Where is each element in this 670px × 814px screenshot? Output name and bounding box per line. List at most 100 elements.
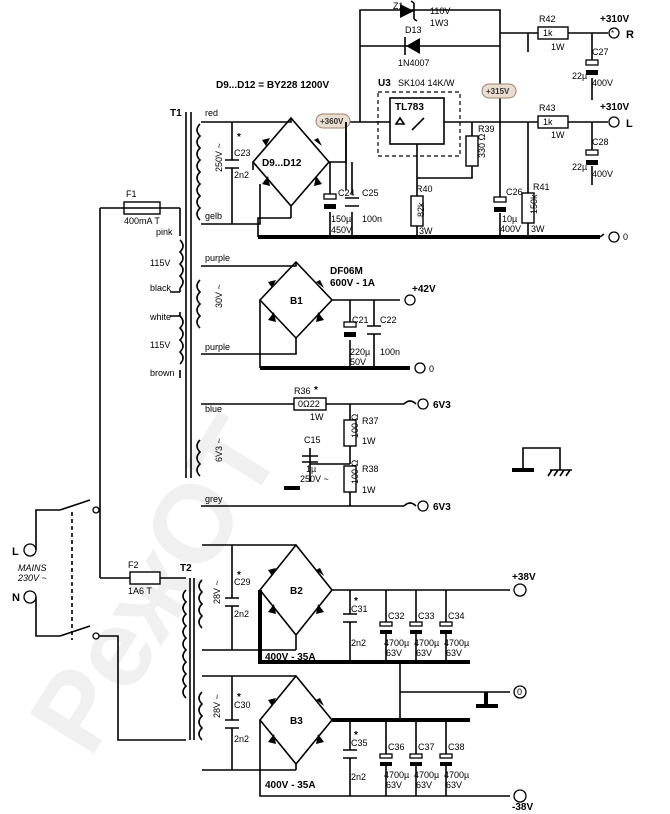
terminal-minus38	[513, 789, 527, 803]
wire-white: white	[149, 312, 171, 322]
label-f1: F1	[126, 189, 137, 199]
label-c33: C33	[418, 611, 435, 621]
diode-d13	[404, 37, 420, 55]
label-c34-voltage: 63V	[446, 648, 462, 658]
terminal-ground-hv	[608, 231, 620, 243]
label-6v3-winding: 6V3 ~	[214, 438, 224, 462]
label-r41-power: 3W	[531, 224, 545, 234]
wire-brown: brown	[150, 368, 175, 378]
label-channel-l: L	[626, 118, 633, 130]
label-6v3-a: 6V3	[433, 400, 451, 411]
capacitor-c22	[367, 325, 381, 335]
t1-winding-6v3	[196, 439, 202, 477]
t1-primary-a	[178, 239, 184, 289]
label-r42-value: 1k	[543, 28, 553, 38]
label-r37-value: 100 Ω	[350, 413, 360, 438]
c31-star: *	[354, 596, 358, 607]
wire-blue: blue	[205, 404, 222, 414]
label-c37: C37	[418, 742, 435, 752]
label-c27: C27	[592, 47, 609, 57]
label-115v-a: 115V	[150, 258, 170, 268]
label-d13-type: 1N4007	[398, 58, 430, 68]
label-c21: C21	[352, 315, 369, 325]
resistor-r36	[293, 397, 327, 411]
capacitor-c27	[586, 70, 598, 75]
label-r36-value: 0Ω22	[298, 399, 320, 409]
label-c37-value: 4700µ	[414, 770, 439, 780]
label-28v-b: 28V ~	[212, 694, 222, 718]
label-c15: C15	[304, 435, 321, 445]
label-r37: R37	[362, 416, 379, 426]
label-c23-value: 2n2	[234, 170, 249, 180]
t2-winding-b	[198, 691, 204, 741]
label-d13: D13	[405, 25, 422, 35]
label-b3: B3	[290, 716, 303, 727]
label-r38-value: 100 Ω	[350, 459, 360, 484]
output-terminal-l	[608, 116, 620, 128]
resistor-r42	[537, 26, 569, 40]
mains-switch	[59, 499, 91, 637]
label-r39-value: 330 Ω	[477, 133, 487, 158]
label-c37-voltage: 63V	[416, 780, 432, 790]
resistor-r37	[343, 419, 357, 447]
label-f1-rating: 400mA T	[124, 216, 160, 226]
label-b1-rating: 600V - 1A	[330, 278, 375, 289]
label-u3: U3	[378, 78, 391, 89]
capacitor-c28	[586, 160, 598, 165]
output-terminal-r	[608, 27, 620, 39]
label-c33-value: 4700µ	[414, 638, 439, 648]
t2-primary	[182, 589, 188, 699]
label-r42-power: 1W	[551, 42, 565, 52]
label-c33-voltage: 63V	[416, 648, 432, 658]
label-mains: MAINS	[18, 563, 47, 573]
wire-purple-bottom: purple	[205, 342, 230, 352]
label-r36: R36	[294, 386, 311, 396]
label-mains-voltage: 230V ~	[17, 573, 47, 583]
c30-star: *	[237, 692, 241, 703]
label-c29-value: 2n2	[234, 609, 249, 619]
label-c25-value: 100n	[362, 214, 382, 224]
label-zero-hv: 0	[623, 232, 628, 242]
capacitor-c36	[380, 762, 392, 766]
label-115v-b: 115V	[150, 340, 170, 350]
label-c35: C35	[351, 738, 368, 748]
capacitor-c26	[494, 207, 506, 212]
label-f2: F2	[128, 560, 139, 570]
label-r40-power: 3W	[419, 226, 433, 236]
label-b3-rating: 400V - 35A	[265, 780, 316, 791]
capacitor-c35	[343, 749, 357, 759]
label-c26-value: 10µ	[502, 214, 517, 224]
label-r40-value: 82k	[416, 202, 426, 217]
label-r43-power: 1W	[551, 130, 565, 140]
terminal-ground-38	[513, 685, 527, 699]
label-c27-voltage: 400V	[592, 78, 613, 88]
label-250v: 250V ~	[214, 143, 224, 172]
label-zero-38: 0	[517, 687, 522, 697]
t2-winding-a	[198, 579, 204, 629]
label-b1: B1	[290, 296, 303, 307]
label-c32-value: 4700µ	[384, 638, 409, 648]
c23-star: *	[237, 132, 241, 143]
label-c34-value: 4700µ	[444, 638, 469, 648]
label-zero-42: 0	[429, 364, 434, 374]
capacitor-c30	[225, 719, 239, 729]
c35-star: *	[354, 730, 358, 741]
label-r37-power: 1W	[362, 436, 376, 446]
label-c25: C25	[362, 188, 379, 198]
label-f2-rating: 1A6 T	[128, 586, 152, 596]
label-c27-value: 22µ	[572, 71, 587, 81]
capacitor-c23	[225, 159, 239, 169]
label-c28-value: 22µ	[572, 162, 587, 172]
label-c21-voltage: 50V	[350, 357, 366, 367]
label-mains-l: L	[12, 546, 19, 558]
label-b2-rating: 400V - 35A	[265, 652, 316, 663]
capacitor-c34	[440, 630, 452, 634]
label-t2: T2	[180, 563, 192, 574]
label-c30: C30	[234, 700, 251, 710]
capacitor-c25	[345, 197, 359, 207]
label-c36-voltage: 63V	[386, 780, 402, 790]
terminal-6v3-b	[417, 500, 429, 512]
capacitor-c37	[410, 762, 422, 766]
label-t1: T1	[170, 108, 182, 119]
